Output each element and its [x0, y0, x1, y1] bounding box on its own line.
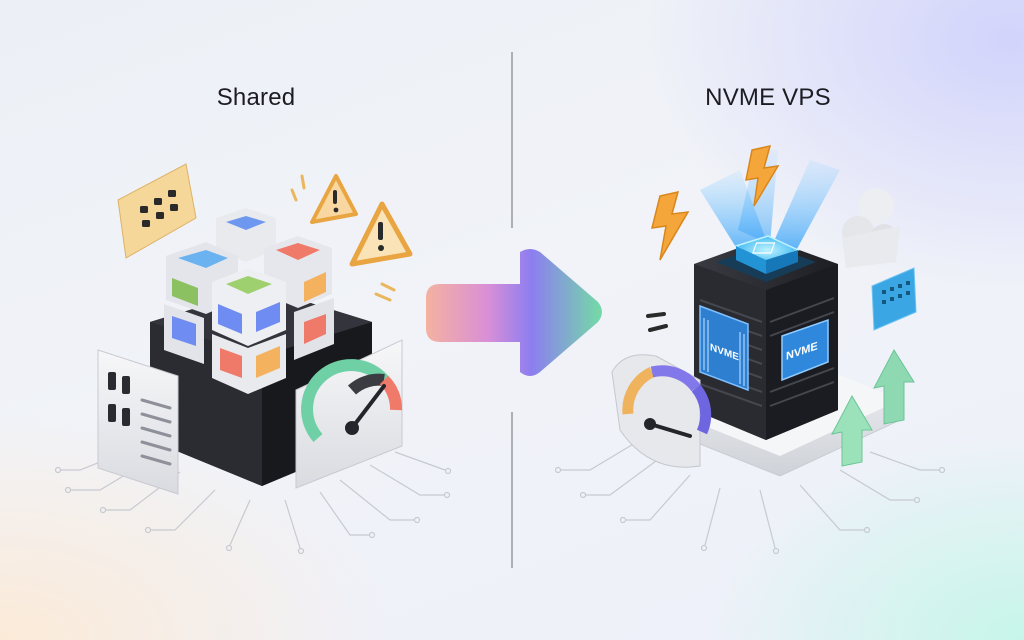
gradient-arrow-right-icon: [426, 249, 602, 376]
shared-hosting-cube-stack-icon: [54, 163, 452, 555]
nvme-server-icon: NVME NVME: [554, 144, 946, 555]
heading-shared: Shared: [216, 84, 296, 111]
heading-nvme-vps: NVME VPS: [705, 84, 831, 111]
